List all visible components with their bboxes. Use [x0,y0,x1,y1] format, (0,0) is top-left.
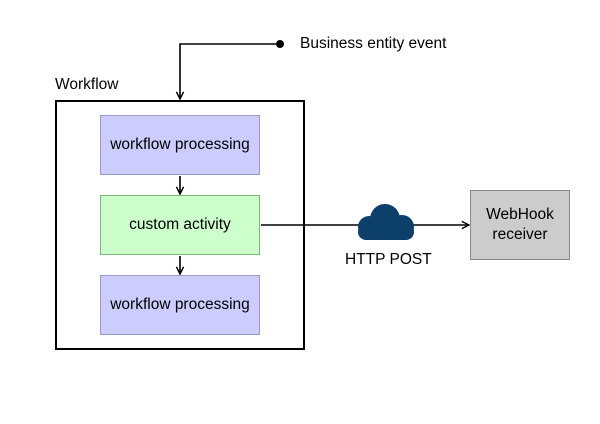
trigger-arrow [180,43,276,99]
receiver-label-line2: receiver [492,226,548,243]
webhook-receiver[interactable]: WebHook receiver [470,190,570,260]
workflow-processing-step-2[interactable]: workflow processing [100,275,260,335]
step-label: workflow processing [110,296,250,313]
cloud-icon [358,204,414,240]
http-post-label: HTTP POST [345,251,432,268]
trigger-label: Business entity event [300,35,447,52]
workflow-label: Workflow [55,76,119,93]
workflow-container [55,100,305,350]
trigger-dot [276,40,284,48]
step-label: custom activity [129,216,231,233]
workflow-processing-step-1[interactable]: workflow processing [100,115,260,175]
step-label: workflow processing [110,136,250,153]
receiver-label-line1: WebHook [486,206,554,223]
custom-activity-step[interactable]: custom activity [100,195,260,255]
